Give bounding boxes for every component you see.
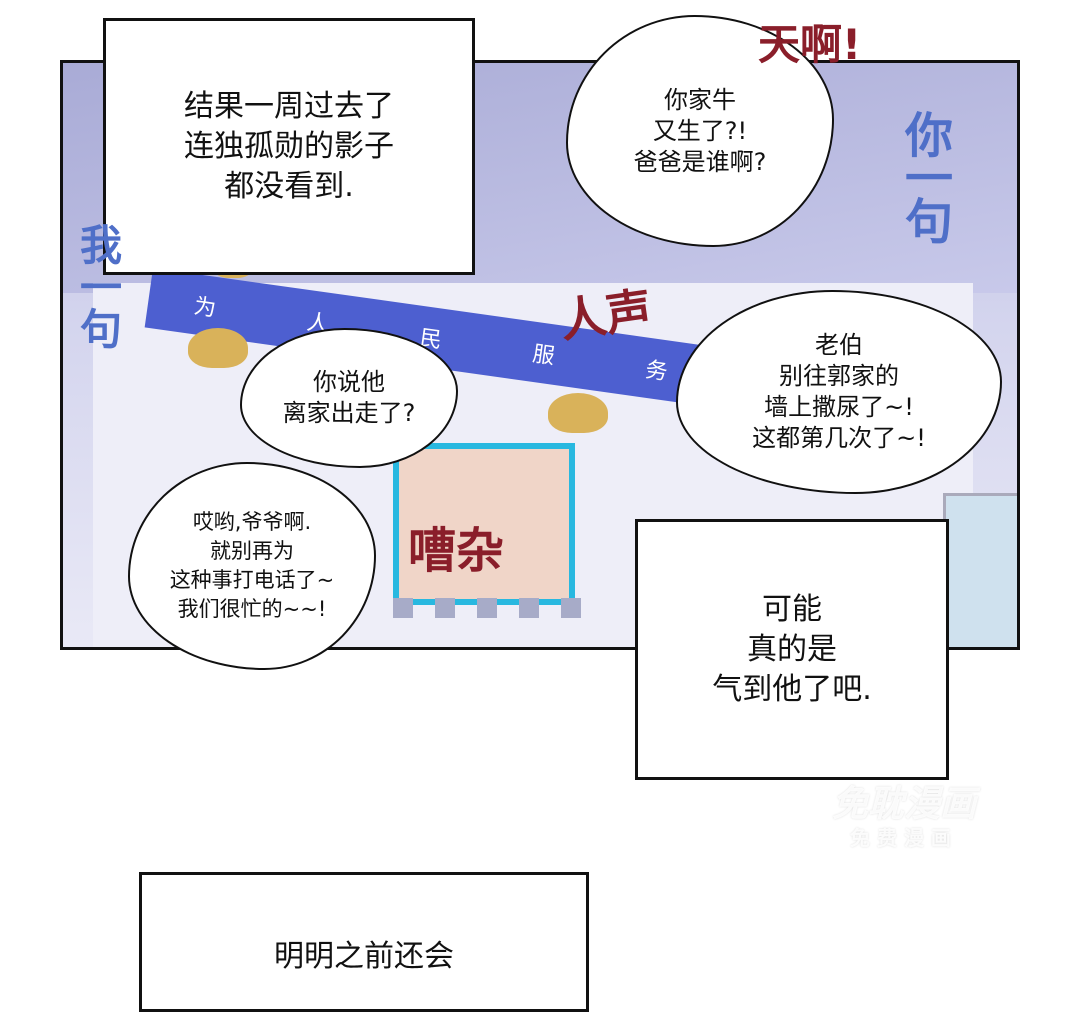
sign-char: 务 (643, 357, 670, 386)
sfx-ni-yiju: 你 一 句 (905, 108, 954, 251)
sign-char: 为 (192, 294, 218, 323)
speech-bubble-left: 哎哟,爷爷啊. 就别再为 这种事打电话了~ 我们很忙的~~! (128, 462, 376, 670)
police-emblem-icon (548, 393, 608, 433)
sfx-caoza: 嘈杂 (408, 523, 505, 579)
speech-bubble-middle: 你说他 离家出走了? (240, 328, 458, 468)
speech-bubble-top: 你家牛 又生了?! 爸爸是谁啊? (566, 15, 834, 247)
police-emblem-icon (188, 328, 248, 368)
sfx-tian-a: 天啊! (758, 20, 862, 69)
sfx-rensheng: 人声 (556, 281, 656, 349)
door (943, 493, 1017, 647)
caption-right: 可能 真的是 气到他了吧. (635, 519, 949, 780)
watermark-sub: 免 费 漫 画 (850, 826, 951, 850)
sign-char: 服 (530, 341, 557, 370)
watermark-main: 免耽漫画 (832, 784, 977, 825)
caption-top: 结果一周过去了 连独孤勋的影子 都没看到. (103, 18, 475, 275)
caption-bottom: 明明之前还会 (139, 872, 589, 1012)
sfx-wo-yiju: 我 一 句 (80, 221, 123, 354)
speech-bubble-right: 老伯 别往郭家的 墙上撒尿了~! 这都第几次了~! (676, 290, 1002, 494)
wall-tiles (393, 598, 581, 618)
